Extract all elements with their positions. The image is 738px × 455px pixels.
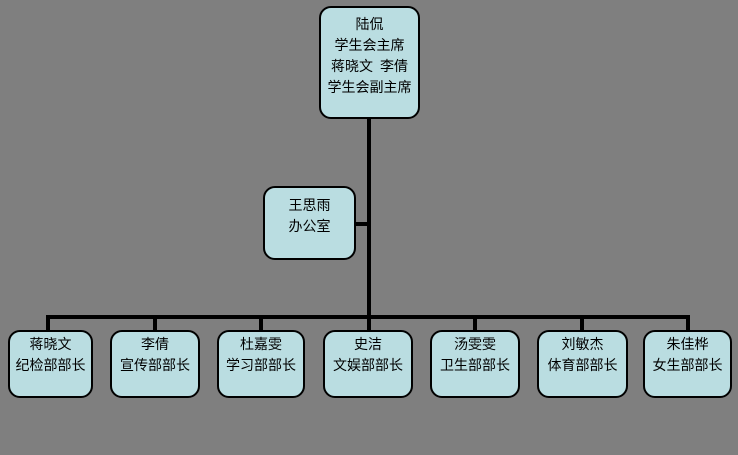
child-name: 汤雯雯 xyxy=(454,338,496,353)
root-deputy-title: 学生会副主席 xyxy=(327,81,412,96)
connector-drop-4 xyxy=(473,318,477,330)
connector-children-rail xyxy=(46,315,690,319)
connector-drop-5 xyxy=(580,318,584,330)
org-node-discipline-dept[interactable]: 蒋晓文 纪检部部长 xyxy=(8,330,93,398)
child-name: 杜嘉雯 xyxy=(240,338,282,353)
org-node-publicity-dept[interactable]: 李倩 宣传部部长 xyxy=(110,330,200,398)
child-name: 刘敏杰 xyxy=(561,338,604,353)
child-title: 纪检部部长 xyxy=(15,359,86,374)
child-title: 体育部部长 xyxy=(547,359,618,374)
child-title: 学习部部长 xyxy=(226,359,296,374)
org-node-root[interactable]: 陆侃 学生会主席 蒋晓文 李倩 学生会副主席 xyxy=(319,6,420,119)
org-node-girls-dept[interactable]: 朱佳桦 女生部部长 xyxy=(643,330,732,398)
connector-root-to-children xyxy=(367,118,371,330)
assistant-title: 办公室 xyxy=(288,220,331,235)
child-title: 宣传部部长 xyxy=(120,359,190,374)
child-title: 文娱部部长 xyxy=(333,359,403,374)
child-name: 李倩 xyxy=(141,338,169,353)
connector-assistant-stub xyxy=(354,222,368,226)
assistant-name: 王思雨 xyxy=(288,199,331,214)
org-node-culture-dept[interactable]: 史洁 文娱部部长 xyxy=(323,330,413,398)
root-title: 学生会主席 xyxy=(334,39,405,54)
connector-drop-6 xyxy=(686,318,690,330)
child-title: 卫生部部长 xyxy=(440,359,510,374)
connector-drop-0 xyxy=(46,318,50,330)
root-name: 陆侃 xyxy=(355,18,384,33)
org-node-sports-dept[interactable]: 刘敏杰 体育部部长 xyxy=(537,330,628,398)
connector-drop-1 xyxy=(153,318,157,330)
child-name: 史洁 xyxy=(354,338,382,353)
connector-drop-2 xyxy=(259,318,263,330)
child-name: 蒋晓文 xyxy=(29,338,72,353)
org-node-study-dept[interactable]: 杜嘉雯 学习部部长 xyxy=(217,330,305,398)
child-name: 朱佳桦 xyxy=(666,338,709,353)
child-title: 女生部部长 xyxy=(652,359,723,374)
root-deputy-names: 蒋晓文 李倩 xyxy=(331,60,408,75)
org-node-hygiene-dept[interactable]: 汤雯雯 卫生部部长 xyxy=(430,330,520,398)
org-node-assistant[interactable]: 王思雨 办公室 xyxy=(263,186,356,260)
